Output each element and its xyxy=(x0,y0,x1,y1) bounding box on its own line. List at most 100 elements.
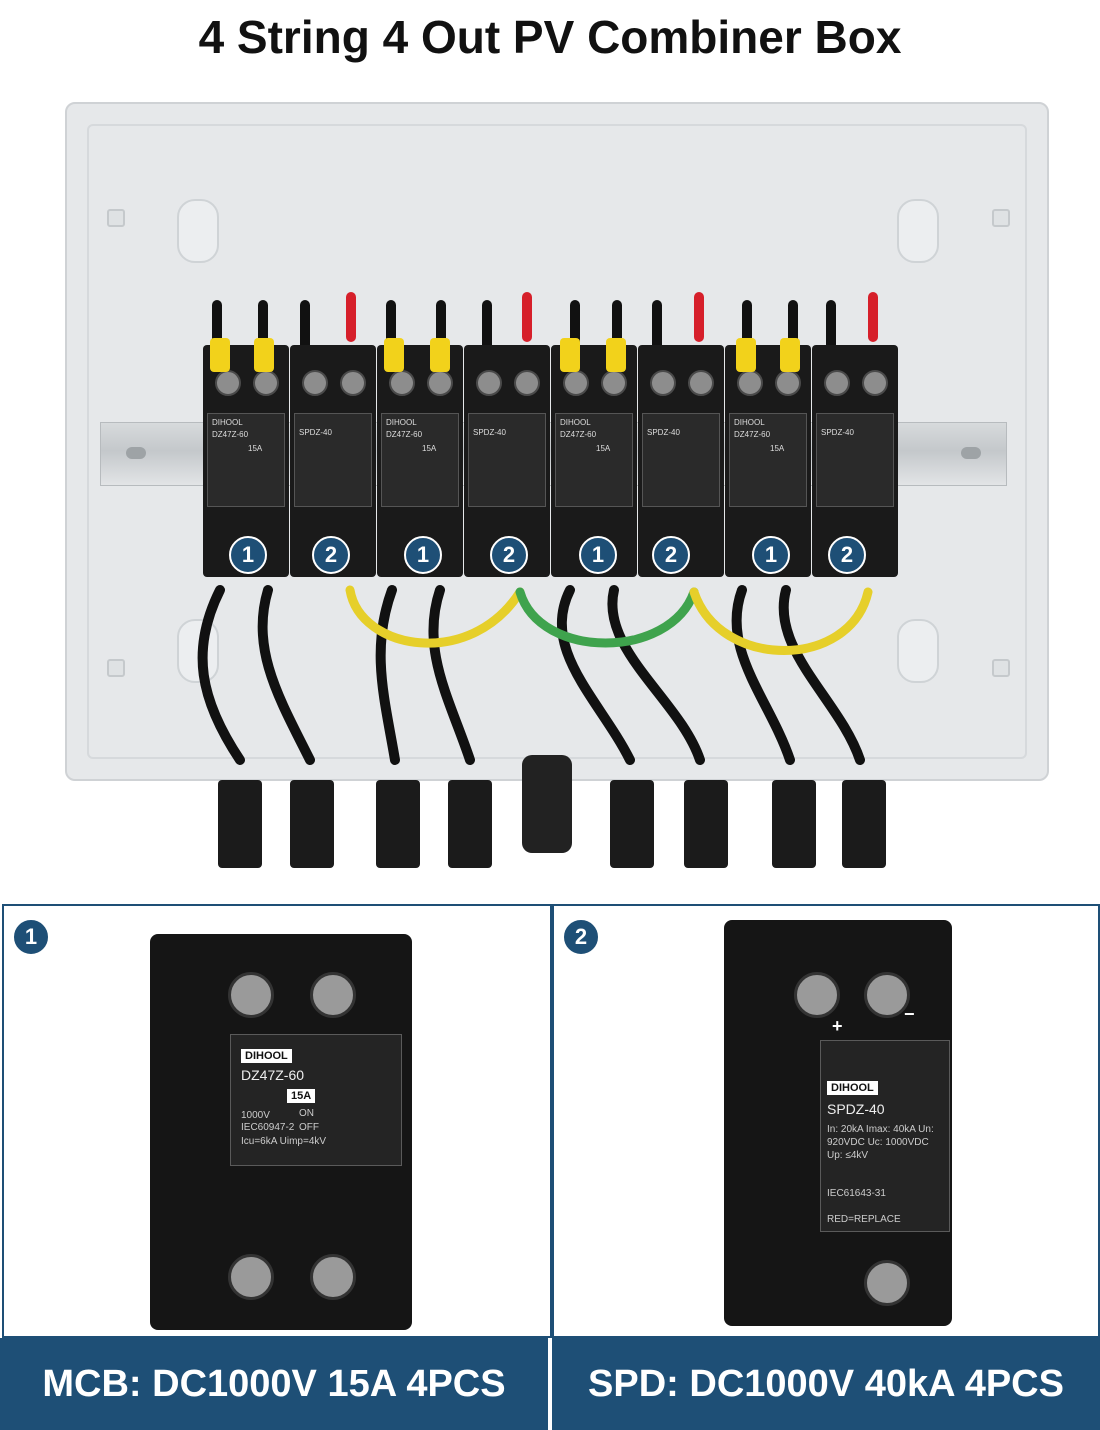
black-wire xyxy=(742,300,752,350)
terminal-screw xyxy=(563,370,589,396)
mcb-icu: Icu=6kA Uimp=4kV xyxy=(241,1136,327,1147)
terminal-screw xyxy=(864,1260,910,1306)
marker-2: 2 xyxy=(652,536,690,574)
marker-1: 1 xyxy=(579,536,617,574)
red-wire xyxy=(522,292,532,342)
mcb-model: DZ47Z-60 xyxy=(212,430,249,439)
spd-replace: RED=REPLACE xyxy=(827,1214,901,1225)
black-wire xyxy=(386,300,396,350)
spd-spec: In: 20kA Imax: 40kA Un: 920VDC Uc: 1000V… xyxy=(827,1124,934,1161)
mcb-rating: 15A xyxy=(770,444,785,453)
cable-gland xyxy=(522,755,572,853)
mc4-connector[interactable] xyxy=(842,780,886,868)
spd-label: SPDZ-40 xyxy=(294,413,372,507)
mount-hole xyxy=(897,199,939,263)
terminal-screw xyxy=(794,972,840,1018)
terminal-screw xyxy=(228,1254,274,1300)
mc4-connector[interactable] xyxy=(610,780,654,868)
terminal-screw xyxy=(253,370,279,396)
spd-label: SPDZ-40 xyxy=(468,413,546,507)
yellow-ferrule xyxy=(430,338,450,372)
footer-divider xyxy=(548,1338,552,1430)
terminal-screw xyxy=(302,370,328,396)
yellow-ferrule xyxy=(736,338,756,372)
screw-hole xyxy=(107,209,125,227)
mcb-model: DZ47Z-60 xyxy=(386,430,423,439)
black-wire xyxy=(482,300,492,350)
terminal-screw xyxy=(862,370,888,396)
terminal-screw xyxy=(824,370,850,396)
marker-2: 2 xyxy=(312,536,350,574)
mcb-label: DIHOOL DZ47Z-60 15A xyxy=(555,413,633,507)
mc4-connector[interactable] xyxy=(376,780,420,868)
mcb-standard: IEC60947-2 xyxy=(241,1122,295,1133)
terminal-screw xyxy=(310,972,356,1018)
mcb-label: DIHOOL DZ47Z-60 15A xyxy=(381,413,459,507)
terminal-screw xyxy=(688,370,714,396)
terminal-screw xyxy=(310,1254,356,1300)
spd-closeup: + − DIHOOL SPDZ-40 In: 20kA Imax: 40kA U… xyxy=(724,920,952,1326)
mcb-model: DZ47Z-60 xyxy=(241,1067,305,1083)
black-wire xyxy=(436,300,446,350)
mount-hole xyxy=(177,199,219,263)
yellow-ferrule xyxy=(210,338,230,372)
terminal-screw xyxy=(215,370,241,396)
mc4-connector[interactable] xyxy=(772,780,816,868)
spd-brand: DIHOOL xyxy=(827,1081,878,1095)
ground-wire xyxy=(689,587,873,655)
mc4-connector[interactable] xyxy=(290,780,334,868)
mcb-detail-panel: 1 DIHOOL DZ47Z-60 15A 1000V IEC60947-2 I… xyxy=(2,904,552,1338)
mcb-rating: 15A xyxy=(248,444,263,453)
marker-2: 2 xyxy=(828,536,866,574)
mcb-rating: 15A xyxy=(287,1089,316,1103)
spd-detail-panel: 2 + − DIHOOL SPDZ-40 In: 20kA Imax: 40kA… xyxy=(552,904,1100,1338)
page-title: 4 String 4 Out PV Combiner Box xyxy=(198,11,902,63)
black-wire xyxy=(258,300,268,350)
spd-label: SPDZ-40 xyxy=(642,413,720,507)
marker-2: 2 xyxy=(562,918,600,956)
ground-wire xyxy=(345,585,525,648)
minus-sign: − xyxy=(904,1004,915,1024)
terminal-screw xyxy=(864,972,910,1018)
mcb-brand: DIHOOL xyxy=(560,418,591,427)
mcb-closeup: DIHOOL DZ47Z-60 15A 1000V IEC60947-2 Icu… xyxy=(150,934,412,1330)
black-wire xyxy=(556,585,635,765)
black-wire xyxy=(826,300,836,350)
mc4-connector[interactable] xyxy=(218,780,262,868)
plus-sign: + xyxy=(832,1016,843,1036)
marker-2: 2 xyxy=(490,536,528,574)
mcb-rating: 15A xyxy=(596,444,611,453)
spd-model: SPDZ-40 xyxy=(821,428,854,437)
mcb-label: DIHOOL DZ47Z-60 15A xyxy=(729,413,807,507)
yellow-ferrule xyxy=(606,338,626,372)
spd-label: SPDZ-40 xyxy=(816,413,894,507)
spd-closeup-label: DIHOOL SPDZ-40 In: 20kA Imax: 40kA Un: 9… xyxy=(820,1040,950,1232)
terminal-screw xyxy=(650,370,676,396)
screw-hole xyxy=(107,659,125,677)
mcb-brand: DIHOOL xyxy=(734,418,765,427)
terminal-screw xyxy=(514,370,540,396)
yellow-ferrule xyxy=(254,338,274,372)
footer-banner: MCB: DC1000V 15A 4PCS SPD: DC1000V 40kA … xyxy=(0,1338,1100,1430)
spd-spec-caption: SPD: DC1000V 40kA 4PCS xyxy=(588,1363,1064,1405)
ground-wire xyxy=(515,587,699,648)
terminal-screw xyxy=(737,370,763,396)
yellow-ferrule xyxy=(560,338,580,372)
spd-model: SPDZ-40 xyxy=(299,428,332,437)
black-wire xyxy=(612,300,622,350)
screw-hole xyxy=(992,659,1010,677)
mcb-closeup-label: DIHOOL DZ47Z-60 15A 1000V IEC60947-2 Icu… xyxy=(230,1034,402,1166)
yellow-ferrule xyxy=(384,338,404,372)
red-wire xyxy=(694,292,704,342)
mc4-connector[interactable] xyxy=(684,780,728,868)
rail-hole xyxy=(126,447,146,459)
mcb-rating: 15A xyxy=(422,444,437,453)
terminal-screw xyxy=(340,370,366,396)
mc4-connector[interactable] xyxy=(448,780,492,868)
mcb-off: OFF xyxy=(299,1122,319,1133)
spd-model: SPDZ-40 xyxy=(827,1101,885,1117)
black-wire xyxy=(212,300,222,350)
mcb-brand: DIHOOL xyxy=(212,418,243,427)
mcb-spec-caption: MCB: DC1000V 15A 4PCS xyxy=(42,1363,506,1405)
terminal-screw xyxy=(228,972,274,1018)
